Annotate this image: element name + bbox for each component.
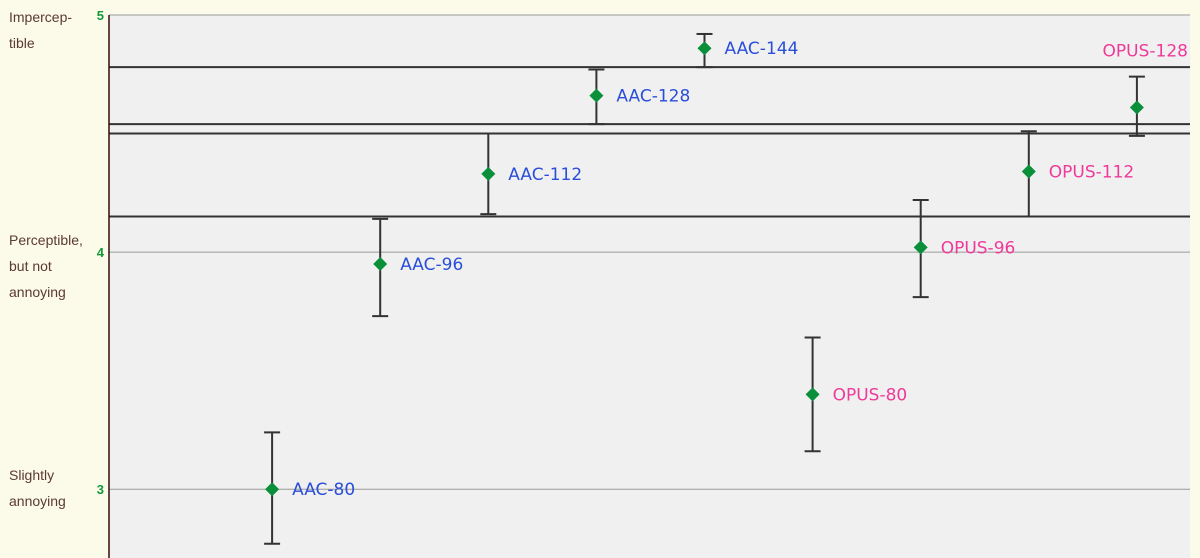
data-point: OPUS-96 xyxy=(912,198,1016,299)
plot-area xyxy=(109,15,1190,558)
data-point: OPUS-80 xyxy=(804,336,908,453)
label-line: annoying xyxy=(9,284,66,300)
y-tick-label: 3 xyxy=(97,482,104,497)
diamond-marker xyxy=(805,387,820,402)
diamond-marker xyxy=(913,240,928,255)
data-points: AAC-80 AAC-96 AAC-112 AAC-128 AAC-144OPUS-80… xyxy=(264,32,1188,545)
label-line: annoying xyxy=(9,493,66,509)
grid xyxy=(109,14,1190,490)
data-label: AAC-80 xyxy=(292,480,355,500)
data-label: AAC-112 xyxy=(508,165,582,185)
label-line: Perceptible, xyxy=(9,232,83,248)
data-point: OPUS-128 xyxy=(1103,42,1188,137)
data-label: OPUS-112 xyxy=(1049,162,1134,182)
diamond-marker xyxy=(589,88,604,103)
data-point: AAC-112 xyxy=(480,132,582,216)
diamond-marker xyxy=(481,166,496,181)
data-label: OPUS-80 xyxy=(833,385,908,405)
data-point: OPUS-112 xyxy=(1020,130,1134,218)
data-label: OPUS-128 xyxy=(1103,42,1188,62)
label-line: tible xyxy=(9,35,35,51)
label-line: Impercep- xyxy=(9,9,73,25)
y-tick-label: 5 xyxy=(97,8,104,23)
diamond-marker xyxy=(265,482,280,497)
diamond-marker xyxy=(1129,100,1144,115)
data-label: AAC-96 xyxy=(400,255,463,275)
data-label: OPUS-96 xyxy=(941,238,1016,258)
data-point: AAC-80 xyxy=(264,431,355,545)
diamond-marker xyxy=(697,41,712,56)
y-category-label-5: Impercep- tible xyxy=(9,4,99,56)
diamond-marker xyxy=(373,256,388,271)
y-category-label-3: Slightly annoying xyxy=(9,462,99,514)
y-ticks: 3 4 5 xyxy=(97,8,105,497)
reference-lines xyxy=(109,66,1190,218)
data-label: AAC-144 xyxy=(725,39,799,59)
data-point: AAC-96 xyxy=(372,217,463,318)
data-point: AAC-144 xyxy=(696,32,799,69)
data-point: AAC-128 xyxy=(588,68,690,126)
diamond-marker xyxy=(1021,164,1036,179)
data-label: AAC-128 xyxy=(616,87,690,107)
y-tick-label: 4 xyxy=(97,245,105,260)
y-category-label-4: Perceptible, but not annoying xyxy=(9,227,99,305)
label-line: Slightly xyxy=(9,467,55,483)
label-line: but not xyxy=(9,258,52,274)
